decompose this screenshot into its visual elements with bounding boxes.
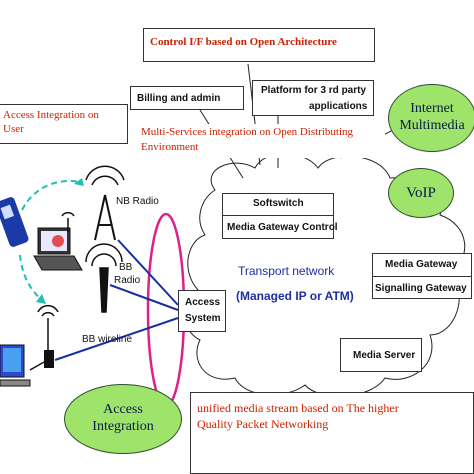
media-server-label: Media Server bbox=[353, 350, 416, 361]
internet-multimedia-oval: Internet Multimedia bbox=[388, 84, 474, 152]
link-bb-wireline bbox=[54, 317, 179, 361]
access-system-box: Access System bbox=[178, 290, 226, 332]
access-oval-line1: Access bbox=[103, 402, 143, 418]
media-server-box: Media Server bbox=[340, 338, 422, 372]
access-system-line1: Access bbox=[185, 297, 221, 308]
access-integration-user-box: Access Integration on User bbox=[0, 104, 128, 144]
mobile-phone-icon bbox=[0, 197, 29, 247]
multi-services-box: Multi-Services integration on Open Distr… bbox=[135, 124, 385, 158]
unified-line1: unified media stream based on The higher bbox=[197, 401, 399, 415]
bb-radio-tower-icon bbox=[85, 243, 123, 313]
platform-label-line2: applications bbox=[309, 101, 368, 112]
multimedia-label: Multimedia bbox=[399, 118, 465, 133]
bb-radio-line2: Radio bbox=[114, 275, 141, 286]
modem-icon bbox=[44, 350, 54, 368]
bb-wireline-label: BB wireline bbox=[82, 334, 133, 345]
voip-label: VoIP bbox=[406, 185, 436, 201]
voip-oval: VoIP bbox=[388, 168, 454, 218]
transport-label-line2: (Managed IP or ATM) bbox=[236, 289, 354, 303]
control-if-box: Control I/F based on Open Architecture bbox=[143, 28, 375, 62]
platform-box: Platform for 3 rd party applications bbox=[252, 80, 374, 116]
softswitch-box: Softswitch Media Gateway Control bbox=[222, 193, 338, 239]
link-bb-radio bbox=[109, 284, 179, 311]
billing-box: Billing and admin bbox=[130, 86, 244, 110]
wireline-antenna-icon bbox=[37, 304, 59, 350]
small-antenna-icon bbox=[61, 211, 75, 232]
access-integration-oval: Access Integration bbox=[64, 384, 182, 454]
internet-label: Internet bbox=[410, 101, 454, 117]
access-integration-user-line1: Access Integration on bbox=[3, 109, 99, 121]
dash-arrowhead-bottom bbox=[36, 294, 46, 304]
access-system-line2: System bbox=[185, 313, 221, 324]
platform-label-line1: Platform for 3 rd party bbox=[261, 85, 367, 96]
dash-arrow-top bbox=[21, 180, 81, 211]
multi-services-line2: Environment bbox=[141, 141, 199, 153]
desktop-computer-icon bbox=[0, 344, 45, 387]
media-gateway-label: Media Gateway bbox=[385, 259, 458, 270]
transport-label-line1: Transport network bbox=[238, 264, 335, 278]
control-if-label: Control I/F based on Open Architecture bbox=[150, 36, 337, 48]
gateway-box: Media Gateway Signalling Gateway bbox=[372, 253, 472, 299]
nb-radio-tower-icon bbox=[85, 165, 125, 241]
softswitch-label: Softswitch bbox=[253, 198, 304, 209]
signalling-gateway-label: Signalling Gateway bbox=[375, 283, 467, 294]
laptop-icon bbox=[33, 227, 83, 271]
access-integration-user-line2: User bbox=[3, 123, 24, 135]
access-oval-line2: Integration bbox=[92, 419, 154, 434]
billing-label: Billing and admin bbox=[137, 93, 221, 104]
bb-radio-line1: BB bbox=[119, 262, 133, 273]
dash-arrow-bottom bbox=[19, 254, 43, 301]
nb-radio-label: NB Radio bbox=[116, 196, 159, 207]
unified-line2: Quality Packet Networking bbox=[197, 417, 329, 431]
dash-arrowhead-top bbox=[74, 178, 84, 186]
unified-media-box: unified media stream based on The higher… bbox=[190, 392, 474, 474]
multi-services-line1: Multi-Services integration on Open Distr… bbox=[141, 126, 354, 138]
mgc-label: Media Gateway Control bbox=[227, 222, 338, 233]
link-nb-radio bbox=[117, 239, 179, 306]
